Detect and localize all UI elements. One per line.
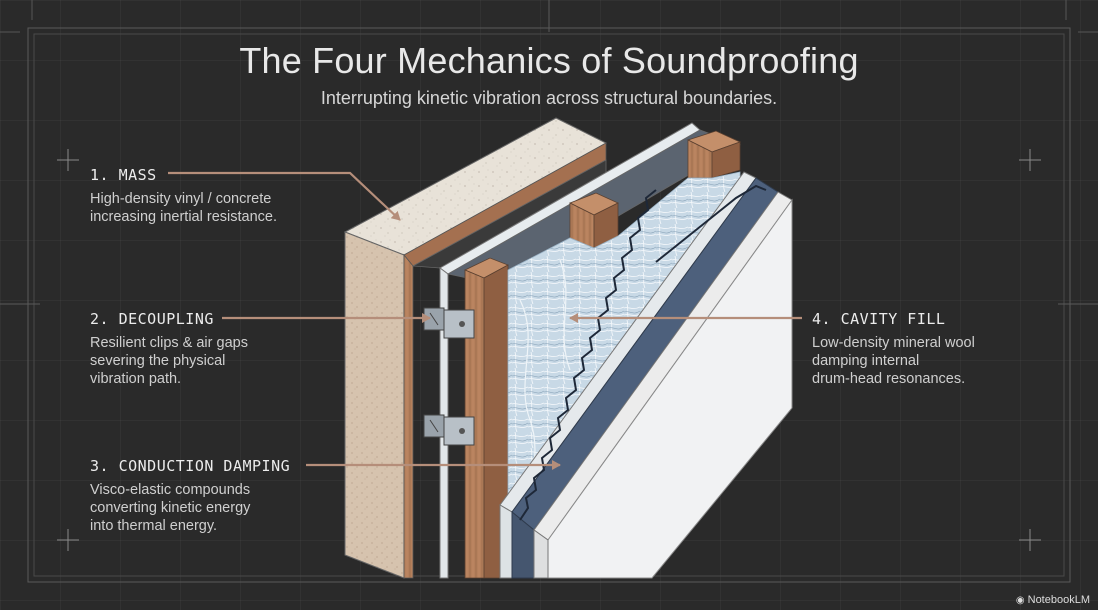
callout-description: Resilient clips & air gaps severing the … xyxy=(90,334,248,388)
callout-heading: 3. CONDUCTION DAMPING xyxy=(90,457,291,475)
callout-heading: 2. DECOUPLING xyxy=(90,310,214,328)
brand-watermark: ◉ NotebookLM xyxy=(1016,594,1090,606)
outer-board xyxy=(533,191,793,579)
callout-description: High-density vinyl / concrete increasing… xyxy=(90,190,277,226)
callout-decoupling: 2. DECOUPLING Resilient clips & air gaps… xyxy=(90,310,248,388)
callout-line: Resilient clips & air gaps xyxy=(90,335,248,351)
callout-line: into thermal energy. xyxy=(90,518,218,534)
page-title: The Four Mechanics of Soundproofing xyxy=(239,40,859,81)
callout-cavity-fill: 4. CAVITY FILL Low-density mineral wool … xyxy=(812,310,975,388)
callout-line: damping internal xyxy=(812,353,920,369)
crosshair-marker xyxy=(1019,149,1041,171)
callout-line: Visco-elastic compounds xyxy=(90,482,251,498)
callout-line: Low-density mineral wool xyxy=(812,335,975,351)
callout-line: High-density vinyl / concrete xyxy=(90,191,272,207)
callout-description: Visco-elastic compounds converting kinet… xyxy=(90,481,290,535)
callout-heading: 4. CAVITY FILL xyxy=(812,310,946,328)
crosshair-marker xyxy=(57,529,79,551)
crosshair-marker xyxy=(57,149,79,171)
notebooklm-logo-icon: ◉ xyxy=(1015,594,1025,606)
callout-description: Low-density mineral wool damping interna… xyxy=(812,334,975,388)
crosshair-marker xyxy=(1019,529,1041,551)
callout-line: converting kinetic energy xyxy=(90,500,251,516)
callout-line: severing the physical xyxy=(90,353,226,369)
page-subtitle: Interrupting kinetic vibration across st… xyxy=(320,88,778,108)
callout-arrows xyxy=(168,171,802,470)
callout-mass: 1. MASS High-density vinyl / concrete in… xyxy=(90,166,277,226)
brand-label: NotebookLM xyxy=(1027,594,1090,606)
callout-line: increasing inertial resistance. xyxy=(90,209,277,225)
callout-heading: 1. MASS xyxy=(90,166,157,184)
callout-line: vibration path. xyxy=(90,371,182,387)
callout-conduction-damping: 3. CONDUCTION DAMPING Visco-elastic comp… xyxy=(90,457,290,535)
callout-line: drum-head resonances. xyxy=(812,371,966,387)
mass-arrow xyxy=(168,171,401,221)
